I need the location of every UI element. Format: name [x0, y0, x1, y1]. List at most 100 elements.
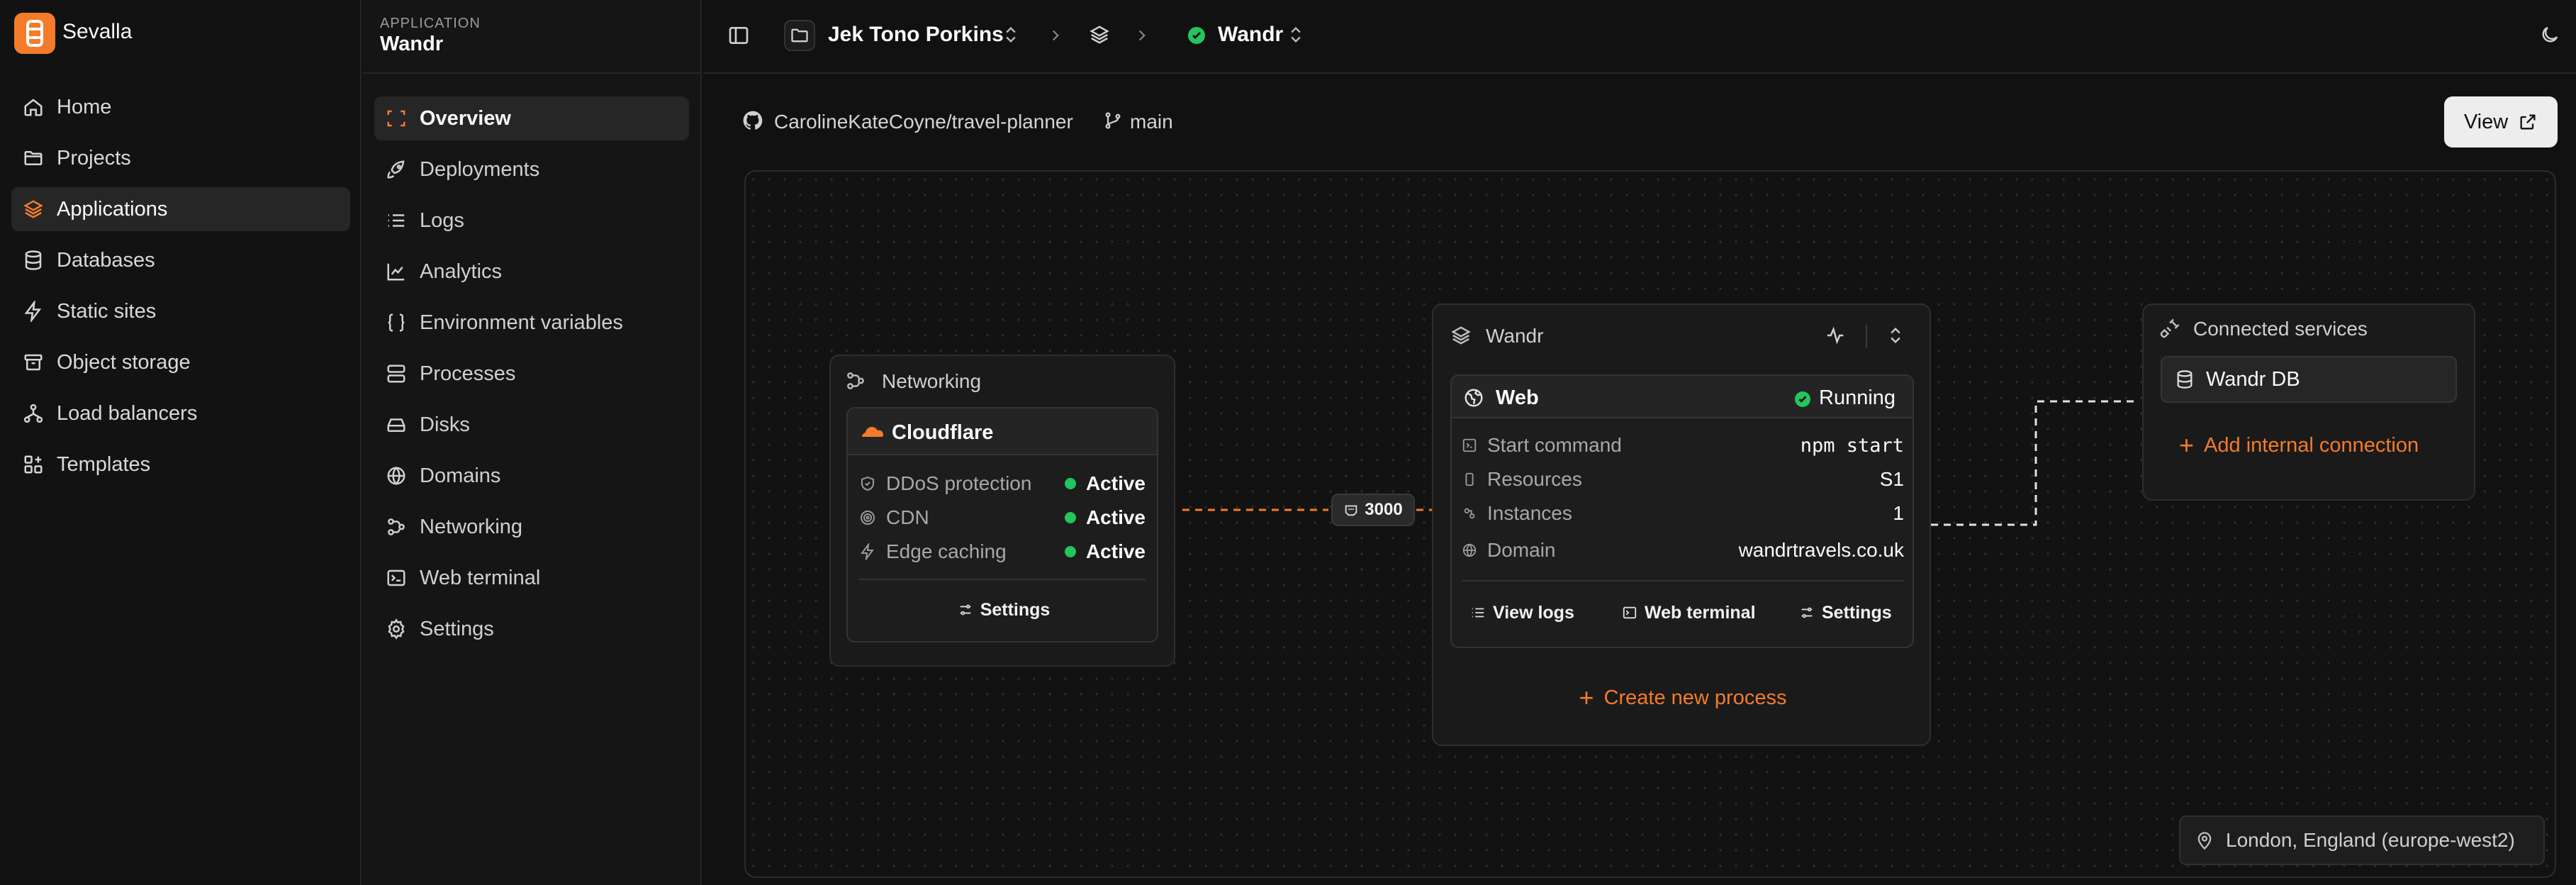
globe-icon [386, 465, 407, 486]
running-check-icon [1795, 391, 1810, 407]
application-sidebar: APPLICATION Wandr Overview Deployments L… [363, 0, 702, 885]
network-icon [23, 403, 44, 424]
tab-label: Deployments [420, 157, 540, 181]
layers-icon[interactable] [1089, 24, 1110, 45]
tab-deployments[interactable]: Deployments [374, 148, 689, 191]
sidebar-item-templates[interactable]: Templates [11, 442, 350, 486]
tab-label: Settings [420, 617, 494, 640]
sidebar-item-databases[interactable]: Databases [11, 238, 350, 282]
port-number: 3000 [1365, 500, 1403, 519]
database-icon [2175, 369, 2195, 389]
process-settings-button[interactable]: Settings [1799, 597, 1905, 628]
chevron-right-icon [1046, 26, 1065, 45]
region-label: London, England (europe-west2) [2226, 829, 2515, 851]
status-dot-icon [1064, 512, 1076, 523]
sidebar-item-label: Templates [57, 452, 151, 476]
chevron-right-icon [1133, 26, 1151, 45]
sliders-icon [1799, 605, 1815, 620]
main-sidebar: Sevalla Home Projects Applications Datab… [0, 0, 362, 885]
tab-label: Analytics [420, 260, 503, 283]
status-dot-icon [1064, 546, 1076, 557]
sidebar-item-label: Load balancers [57, 401, 198, 425]
gear-icon [386, 618, 407, 640]
create-process-button[interactable]: + Create new process [1554, 678, 1812, 718]
tab-domains[interactable]: Domains [374, 454, 689, 498]
memory-icon [1462, 472, 1477, 487]
status-check-icon [1188, 27, 1205, 44]
folder-icon[interactable] [784, 20, 815, 51]
web-terminal-button[interactable]: Web terminal [1622, 597, 1778, 628]
instances-value: 1 [1893, 502, 1904, 524]
chevrons-up-down-icon[interactable] [1286, 24, 1307, 47]
rocket-icon [386, 159, 407, 180]
chevrons-up-down-icon[interactable] [1886, 325, 1905, 346]
sevalla-logo-icon[interactable] [14, 13, 55, 54]
repo-link[interactable]: CarolineKateCoyne/travel-planner [774, 111, 1073, 133]
cloudflare-panel: Cloudflare DDoS protection Active CDN Ac… [846, 407, 1158, 642]
sidebar-item-label: Static sites [57, 299, 157, 323]
template-icon [23, 454, 44, 475]
tab-overview[interactable]: Overview [374, 96, 689, 140]
sidebar-item-projects[interactable]: Projects [11, 136, 350, 180]
sidebar-item-home[interactable]: Home [11, 85, 350, 129]
brand-name[interactable]: Sevalla [62, 20, 133, 43]
web-globe-icon [1463, 387, 1484, 408]
tab-processes[interactable]: Processes [374, 352, 689, 396]
feature-label: Edge caching [886, 540, 1007, 562]
shield-icon [859, 475, 876, 492]
domain-value[interactable]: wandrtravels.co.uk [1738, 539, 1904, 561]
sidebar-item-load-balancers[interactable]: Load balancers [11, 391, 350, 435]
cloudflare-header: Cloudflare [848, 408, 1157, 455]
tab-logs[interactable]: Logs [374, 199, 689, 243]
tab-environment-variables[interactable]: Environment variables [374, 301, 689, 345]
add-connection-button[interactable]: + Add internal connection [2179, 427, 2448, 464]
branch-name[interactable]: main [1130, 111, 1173, 133]
detail-label: Instances [1487, 502, 1572, 524]
networking-settings-button[interactable]: Settings [947, 594, 1060, 625]
detail-label: Resources [1487, 468, 1582, 490]
tab-settings[interactable]: Settings [374, 607, 689, 651]
view-button[interactable]: View [2444, 96, 2558, 148]
home-icon [23, 96, 44, 118]
add-connection-label: Add internal connection [2204, 433, 2419, 457]
status-badge: Active [1085, 540, 1146, 562]
sidebar-item-label: Object storage [57, 350, 191, 374]
service-item-wandr-db[interactable]: Wandr DB [2161, 356, 2457, 403]
status-dot-icon [1064, 478, 1076, 489]
sidebar-item-object-storage[interactable]: Object storage [11, 340, 350, 384]
port-badge[interactable]: 3000 [1331, 494, 1415, 526]
overview-icon [386, 108, 407, 129]
moon-icon[interactable] [2539, 24, 2560, 45]
feature-label: CDN [886, 506, 929, 528]
app-selector[interactable]: Wandr [1218, 23, 1284, 46]
tab-label: Web terminal [420, 566, 541, 589]
chevrons-up-down-icon[interactable] [1001, 24, 1022, 47]
detail-label: Domain [1487, 539, 1556, 561]
settings-label: Settings [980, 599, 1051, 620]
sidebar-item-applications[interactable]: Applications [11, 187, 350, 231]
cdn-icon [859, 509, 876, 526]
ethernet-port-icon [1343, 502, 1359, 518]
sidebar-toggle-icon[interactable] [727, 24, 750, 47]
sidebar-item-static-sites[interactable]: Static sites [11, 289, 350, 333]
project-selector[interactable]: Jek Tono Porkins [828, 23, 1004, 46]
plus-icon: + [1579, 683, 1594, 712]
tab-web-terminal[interactable]: Web terminal [374, 556, 689, 600]
workflow-icon [845, 370, 866, 391]
cloudflare-icon [859, 423, 885, 440]
networking-title: Networking [882, 370, 982, 392]
process-name: Web [1496, 386, 1539, 409]
activity-icon[interactable] [1825, 325, 1846, 346]
plus-icon: + [2179, 430, 2195, 460]
tab-networking[interactable]: Networking [374, 505, 689, 549]
server-icon [386, 363, 407, 384]
view-logs-button[interactable]: View logs [1470, 597, 1591, 628]
list-icon [386, 210, 407, 231]
tab-label: Networking [420, 515, 523, 538]
process-panel: Web Running Start command npm start Reso… [1450, 374, 1914, 648]
tab-disks[interactable]: Disks [374, 403, 689, 447]
top-bar: Jek Tono Porkins Wandr [703, 0, 2576, 74]
terminal-icon [1622, 605, 1637, 620]
tab-analytics[interactable]: Analytics [374, 250, 689, 294]
